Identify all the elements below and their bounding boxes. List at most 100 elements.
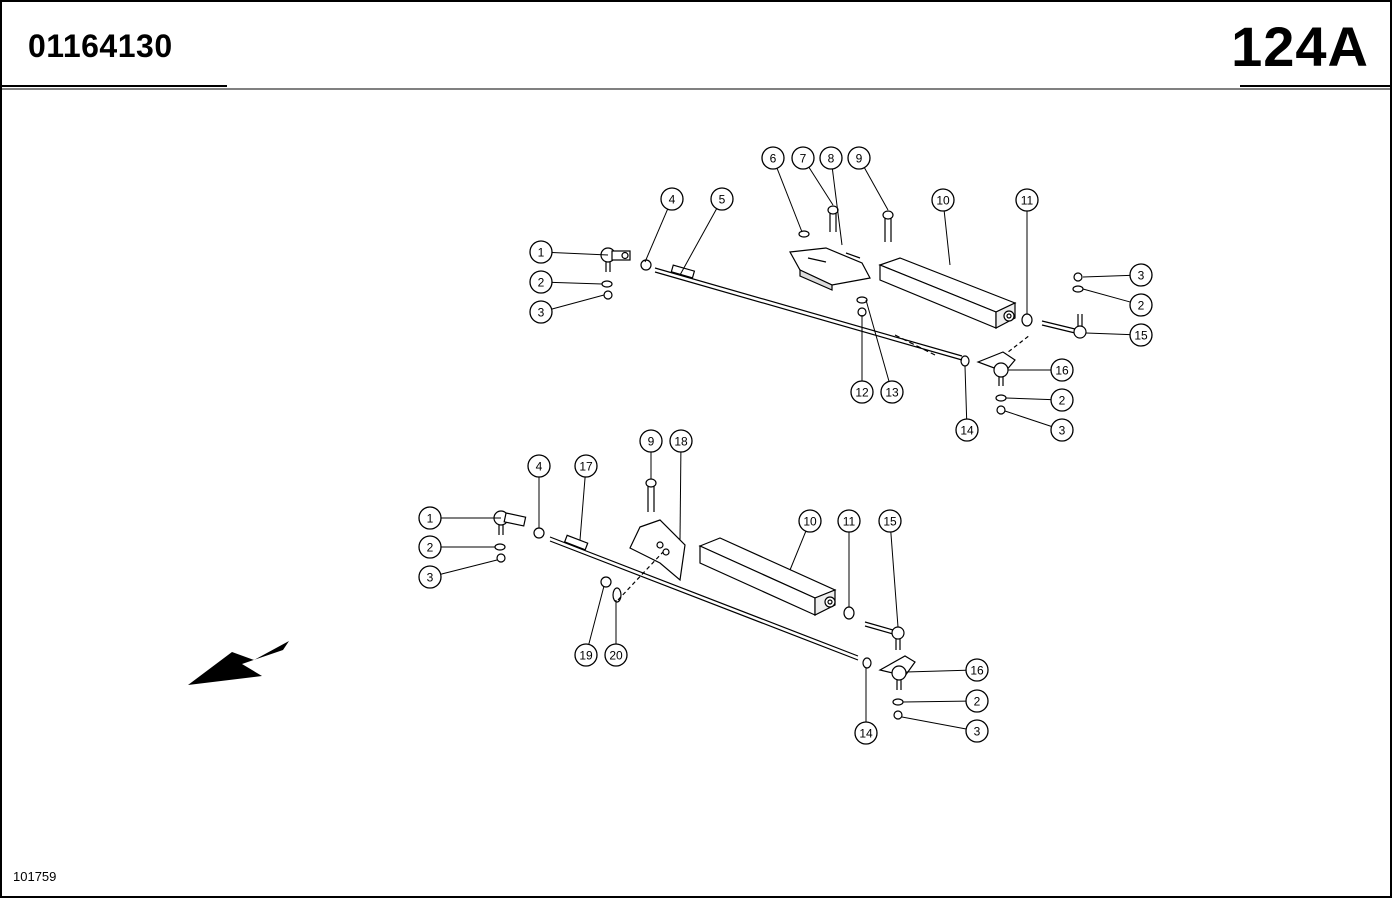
- ball-joint-part: [960, 351, 1016, 386]
- leader-line: [1085, 332, 1131, 336]
- callout-circle: [847, 146, 871, 170]
- callout-circle: [669, 429, 693, 453]
- callout-label: 14: [859, 727, 873, 741]
- leader-line: [588, 585, 605, 645]
- callout-label: 18: [674, 435, 688, 449]
- callout-3: 3: [529, 294, 605, 324]
- callout-label: 16: [970, 664, 984, 678]
- leader-line: [943, 210, 951, 266]
- damper-part: [698, 537, 837, 616]
- leader-line: [890, 531, 899, 628]
- callout-label: 3: [427, 571, 434, 585]
- upper-assembly: [600, 205, 1087, 415]
- callout-4: 4: [527, 454, 551, 528]
- callout-2: 2: [1082, 288, 1153, 317]
- callout-label: 3: [538, 306, 545, 320]
- callout-circle: [854, 721, 878, 745]
- callout-7: 7: [791, 146, 834, 206]
- callout-label: 15: [1134, 329, 1148, 343]
- callout-circle: [1050, 418, 1074, 442]
- callout-circle: [574, 643, 598, 667]
- callout-label: 16: [1055, 364, 1069, 378]
- leader-line: [905, 669, 967, 673]
- callout-9: 9: [639, 429, 663, 479]
- washer-part: [601, 280, 613, 288]
- callout-3: 3: [418, 559, 498, 589]
- page-code: 124A: [1231, 15, 1369, 78]
- nut-part: [893, 710, 903, 720]
- callout-circle: [527, 454, 551, 478]
- ball-joint-part: [600, 247, 631, 272]
- callout-label: 9: [648, 435, 655, 449]
- callout-label: 2: [1138, 299, 1145, 313]
- callout-label: 2: [427, 541, 434, 555]
- nut-part: [857, 307, 867, 317]
- callout-label: 3: [974, 725, 981, 739]
- callout-circle: [418, 506, 442, 530]
- washer-part: [995, 394, 1007, 402]
- callout-label: 13: [885, 386, 899, 400]
- callout-circle: [1015, 188, 1039, 212]
- leader-line: [579, 476, 586, 541]
- leader-line: [644, 208, 669, 263]
- callout-17: 17: [574, 454, 598, 541]
- callout-circle: [529, 300, 553, 324]
- leader-line: [679, 208, 718, 276]
- callout-1: 1: [529, 240, 609, 264]
- leader-line: [551, 251, 609, 256]
- callout-label: 4: [669, 193, 676, 207]
- nut-part: [603, 290, 613, 300]
- callout-circle: [931, 188, 955, 212]
- callout-circle: [850, 380, 874, 404]
- leader-line: [808, 167, 834, 206]
- callout-13: 13: [865, 299, 904, 404]
- leader-line: [440, 559, 498, 575]
- callout-circle: [965, 719, 989, 743]
- screw-part: [882, 210, 894, 242]
- washer-part: [856, 296, 868, 304]
- leader-line: [964, 365, 968, 420]
- callout-label: 5: [719, 193, 726, 207]
- leader-line: [901, 716, 967, 730]
- callout-5: 5: [679, 187, 734, 276]
- callout-16: 16: [1008, 358, 1074, 382]
- rod-part: [654, 264, 963, 361]
- leader-line: [551, 294, 605, 310]
- leader-line: [679, 451, 682, 541]
- callout-label: 15: [883, 515, 897, 529]
- callout-label: 1: [538, 246, 545, 260]
- callout-2: 2: [529, 270, 603, 294]
- callout-label: 3: [1138, 269, 1145, 283]
- bracket-part: [617, 519, 686, 601]
- callout-label: 3: [1059, 424, 1066, 438]
- callout-label: 12: [855, 386, 869, 400]
- callout-12: 12: [850, 315, 874, 404]
- callout-3: 3: [901, 716, 989, 743]
- callout-label: 2: [538, 276, 545, 290]
- callout-11: 11: [1015, 188, 1039, 314]
- washer-part: [892, 698, 904, 706]
- callout-1: 1: [418, 506, 501, 530]
- nut-part: [640, 259, 652, 271]
- nut-part: [1021, 313, 1033, 327]
- callout-circle: [1050, 388, 1074, 412]
- nut-part: [1073, 272, 1083, 282]
- ball-joint-part: [493, 510, 527, 535]
- callout-label: 7: [800, 152, 807, 166]
- leader-line: [789, 530, 807, 571]
- callout-circle: [791, 146, 815, 170]
- callout-label: 4: [536, 460, 543, 474]
- callout-circle: [529, 270, 553, 294]
- callout-label: 11: [843, 515, 856, 529]
- leader-line: [1082, 288, 1131, 303]
- leader-line: [1005, 397, 1052, 401]
- ball-joint-part: [1041, 314, 1087, 339]
- callout-4: 4: [644, 187, 684, 263]
- callout-3: 3: [1004, 410, 1074, 442]
- callout-circle: [955, 418, 979, 442]
- callout-circle: [604, 643, 628, 667]
- leader-line: [863, 167, 889, 211]
- callout-2: 2: [902, 689, 989, 713]
- callout-2: 2: [1005, 388, 1074, 412]
